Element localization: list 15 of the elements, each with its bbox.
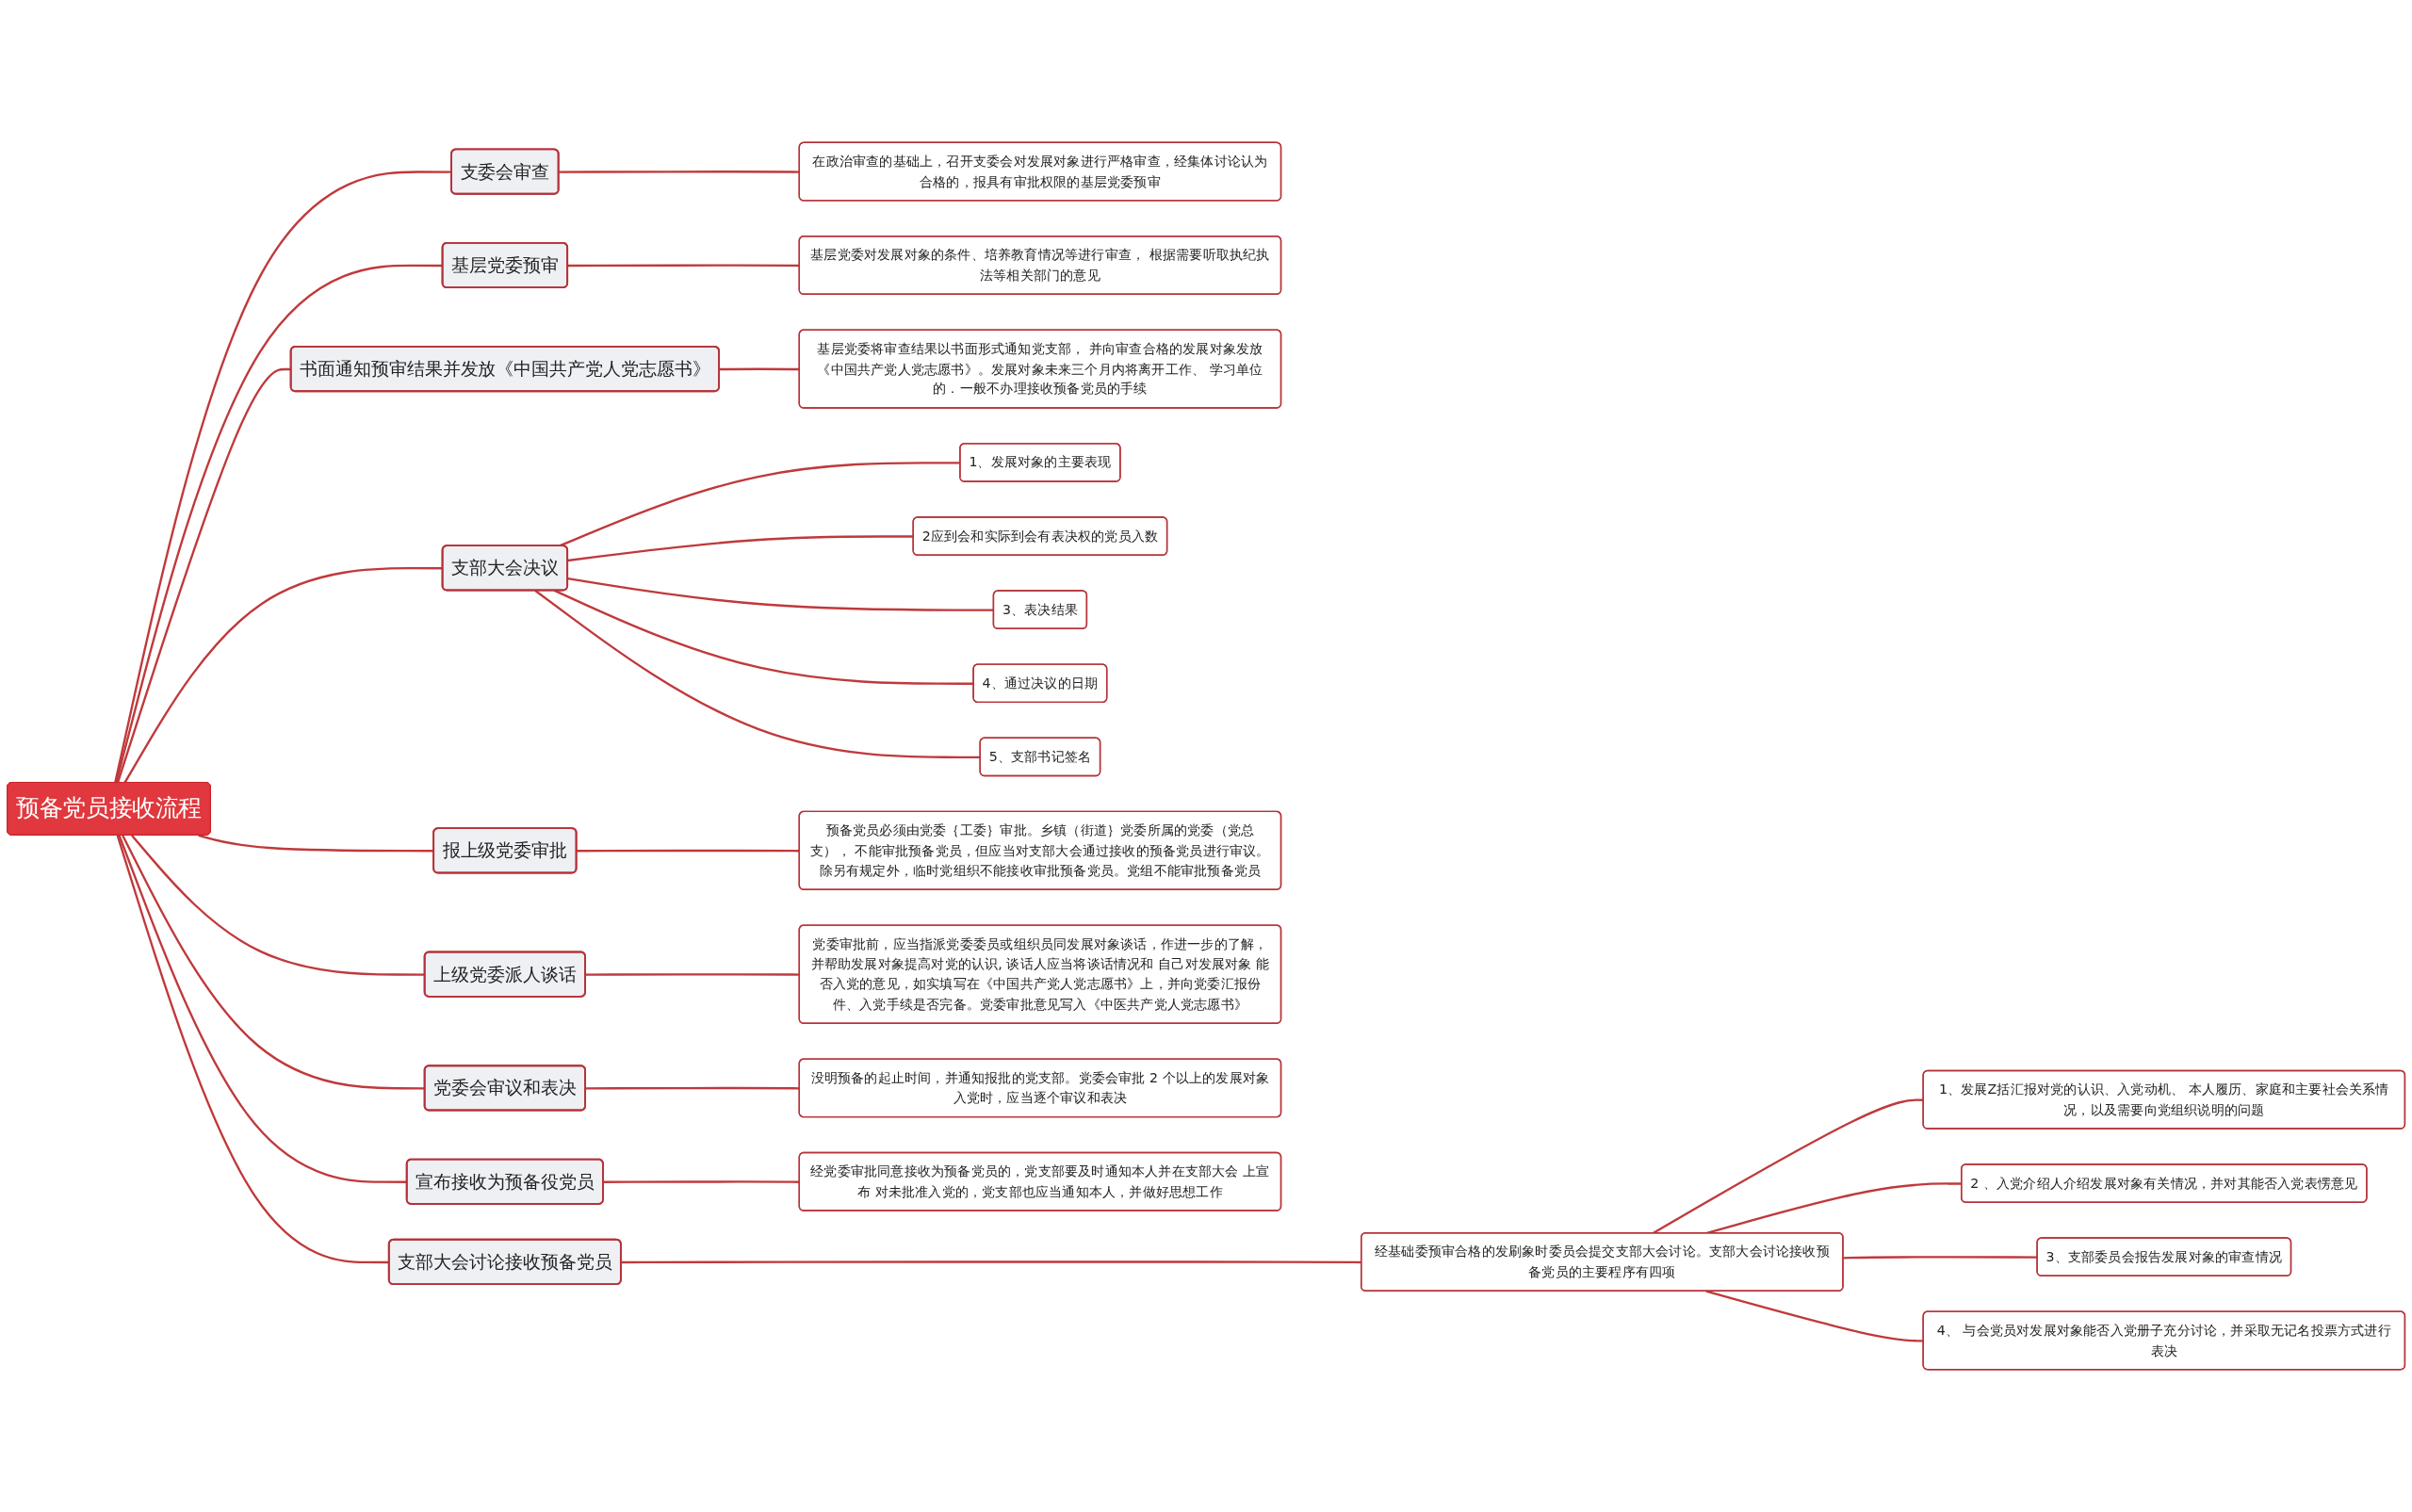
connector bbox=[719, 367, 800, 371]
connector bbox=[567, 577, 994, 611]
connector bbox=[534, 590, 981, 759]
connector bbox=[559, 171, 800, 173]
connector bbox=[1705, 1290, 1924, 1342]
connector bbox=[603, 1180, 800, 1183]
connector bbox=[567, 264, 800, 268]
connector bbox=[585, 1086, 800, 1090]
connector bbox=[554, 589, 974, 685]
connector bbox=[567, 535, 914, 562]
connector bbox=[577, 849, 800, 853]
connector bbox=[114, 171, 452, 784]
connector bbox=[198, 834, 434, 853]
connector bbox=[1843, 1256, 2038, 1260]
connector bbox=[585, 973, 800, 976]
